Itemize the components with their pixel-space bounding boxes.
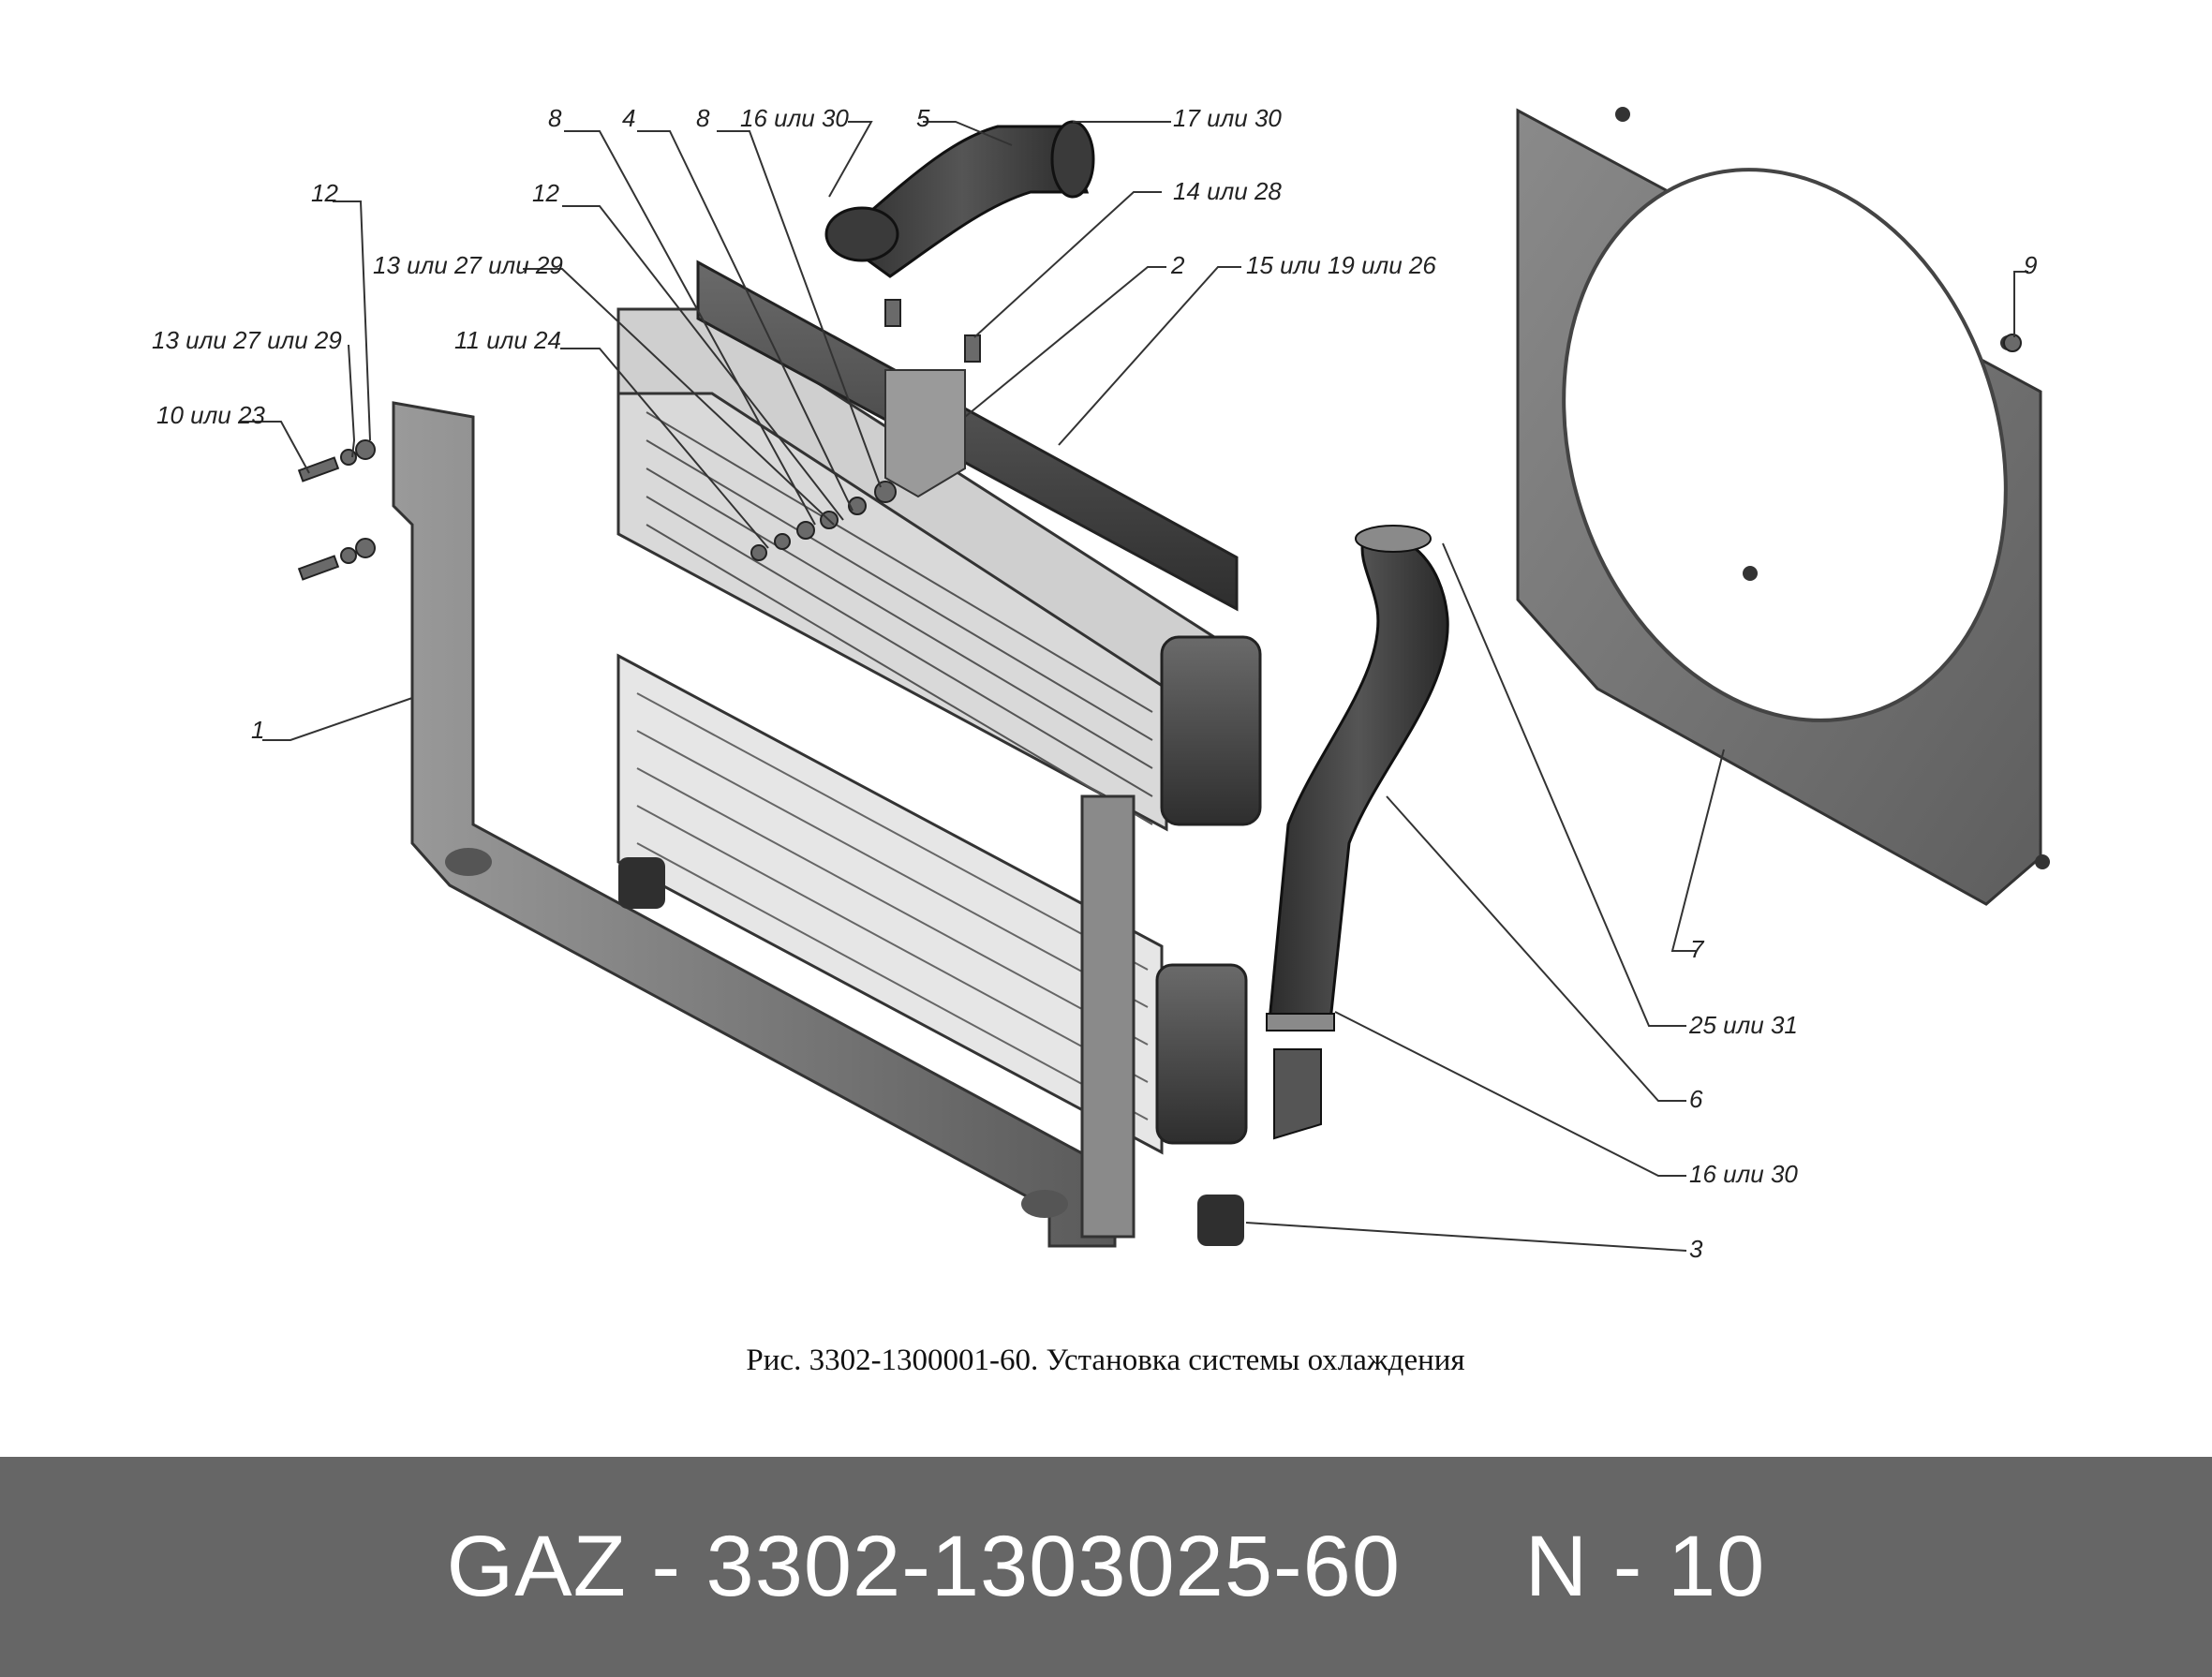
- callout-12a: 12: [311, 179, 338, 207]
- rubber-pads: [618, 857, 1244, 1246]
- callout-5: 5: [916, 104, 930, 132]
- radiator-frame: [392, 401, 1136, 1248]
- upper-hose: [824, 120, 1095, 278]
- leader-lines: [239, 121, 2028, 1252]
- banner-text: GAZ - 3302-1303025-60 N - 10: [446, 1519, 1766, 1614]
- callout-12b: 12: [532, 179, 559, 207]
- callout-15: 15 или 19 или 26: [1246, 251, 1436, 279]
- callout-11: 11 или 24: [454, 326, 561, 354]
- callout-3: 3: [1689, 1235, 1703, 1263]
- callout-4: 4: [622, 104, 635, 132]
- exploded-diagram: 12 13 или 27 или 29 10 или 23 13 или 27 …: [152, 104, 2050, 1377]
- radiator-assembly: [616, 260, 1262, 1155]
- part-number-banner: GAZ - 3302-1303025-60 N - 10: [0, 1457, 2212, 1677]
- callout-1: 1: [251, 716, 264, 744]
- callout-6: 6: [1689, 1085, 1703, 1113]
- fan-shroud: [1516, 107, 2050, 906]
- callout-7: 7: [1690, 935, 1705, 963]
- callout-8a: 8: [548, 104, 562, 132]
- callout-labels: 12 13 или 27 или 29 10 или 23 13 или 27 …: [152, 104, 2037, 1263]
- callout-14: 14 или 28: [1173, 177, 1282, 205]
- callout-17: 17 или 30: [1173, 104, 1282, 132]
- callout-25: 25 или 31: [1688, 1011, 1798, 1039]
- callout-8b: 8: [696, 104, 710, 132]
- callout-13a: 13 или 27 или 29: [373, 251, 563, 279]
- callout-9: 9: [2024, 251, 2037, 279]
- callout-13b: 13 или 27 или 29: [152, 326, 342, 354]
- callout-10: 10 или 23: [156, 401, 265, 429]
- callout-16b: 16 или 30: [1689, 1160, 1798, 1188]
- callout-16a: 16 или 30: [740, 104, 849, 132]
- figure-caption: Рис. 3302-1300001-60. Установка системы …: [746, 1343, 1464, 1377]
- callout-2: 2: [1170, 251, 1185, 279]
- diagram-svg: 12 13 или 27 или 29 10 или 23 13 или 27 …: [152, 104, 2050, 1377]
- lower-hose: [1266, 525, 1449, 1140]
